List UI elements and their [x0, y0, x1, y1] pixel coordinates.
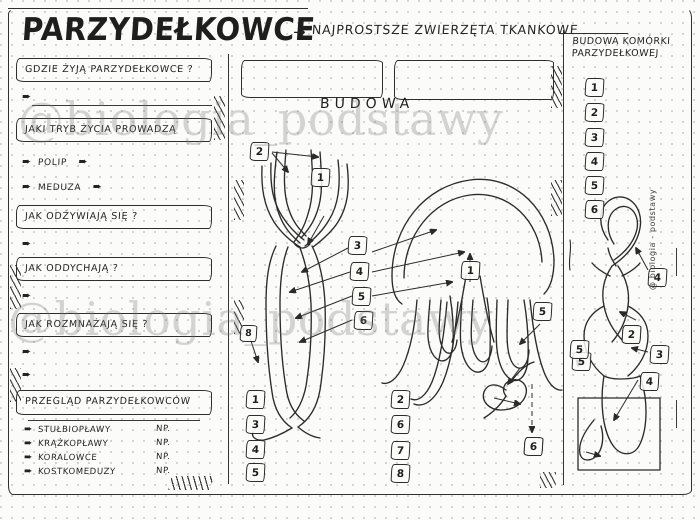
legend-right-6[interactable]: 6 — [390, 415, 411, 434]
hatch-center-upper — [234, 180, 244, 220]
subtitle-arrow-icon: → — [293, 23, 306, 41]
credit-rule-bottom — [676, 400, 677, 428]
right-heading-line1: BUDOWA KOMÓRKI — [572, 36, 671, 47]
question-box-3[interactable]: JAK ODŻYWIAJĄ SIĘ ? — [16, 205, 212, 229]
overview-heading-box[interactable]: PRZEGLĄD PARZYDEŁKOWCÓW — [16, 390, 212, 415]
hatch-center-lower — [234, 300, 244, 334]
hatch-left-mid — [10, 265, 21, 309]
legend-left-5[interactable]: 5 — [245, 463, 266, 482]
answer-rule-1 — [32, 105, 212, 106]
cell-legend-3[interactable]: 3 — [584, 128, 605, 147]
cell-legend-6[interactable]: 6 — [584, 200, 605, 219]
question-box-5[interactable]: JAK ROZMNAŻAJĄ SIĘ ? — [16, 313, 212, 337]
cell-legend-5[interactable]: 5 — [584, 176, 605, 195]
polyp-label-3[interactable]: 3 — [347, 236, 368, 255]
legend-left-1[interactable]: 1 — [245, 390, 266, 409]
hatch-left-upper — [214, 96, 225, 140]
legend-right-8[interactable]: 8 — [390, 464, 411, 483]
hatch-right-upper — [551, 66, 562, 108]
hatch-bottom-right — [540, 472, 556, 488]
legend-left-3[interactable]: 3 — [245, 415, 266, 434]
cell-label-2[interactable]: 2 — [621, 325, 642, 344]
divider-center-right — [563, 30, 564, 485]
divider-left-center — [228, 54, 229, 484]
polyp-label-5[interactable]: 5 — [351, 287, 372, 306]
vertical-credit: @ biologia - podstawy — [648, 188, 657, 290]
question-box-1[interactable]: GDZIE ŻYJĄ PARZYDEŁKOWCE ? — [16, 58, 212, 82]
right-heading-line2: PARZYDEŁKOWEJ — [571, 48, 660, 59]
subtitle-underline — [560, 33, 628, 34]
cell-legend-1[interactable]: 1 — [584, 78, 605, 97]
question-box-4[interactable]: JAK ODDYCHAJĄ ? — [16, 257, 212, 281]
page-border — [8, 8, 692, 495]
medusa-label-1[interactable]: 1 — [460, 261, 481, 280]
cell-label-5[interactable]: 5 — [569, 340, 590, 359]
hatch-left-lower — [10, 368, 21, 402]
cell-label-6[interactable]: 6 — [523, 437, 544, 456]
credit-rule-top — [676, 248, 677, 276]
question-box-2[interactable]: JAKI TRYB ŻYCIA PROWADZĄ — [16, 118, 212, 142]
cell-legend-4[interactable]: 4 — [584, 152, 605, 171]
center-note-box-right[interactable] — [394, 60, 554, 100]
cell-label-4b[interactable]: 4 — [639, 372, 660, 391]
polyp-label-4[interactable]: 4 — [349, 262, 370, 281]
right-section-heading: BUDOWA KOMÓRKI PARZYDEŁKOWEJ — [571, 36, 692, 60]
medusa-label-5[interactable]: 5 — [532, 302, 553, 321]
cell-legend-2[interactable]: 2 — [584, 103, 605, 122]
legend-right-7[interactable]: 7 — [390, 441, 411, 460]
legend-right-2[interactable]: 2 — [390, 390, 411, 409]
polyp-label-1[interactable]: 1 — [310, 168, 331, 187]
polyp-label-6[interactable]: 6 — [353, 311, 374, 330]
cell-label-3[interactable]: 3 — [649, 345, 670, 364]
center-note-box-left[interactable] — [241, 60, 383, 98]
overview-underline — [28, 420, 200, 421]
polyp-label-8[interactable]: 8 — [239, 325, 258, 342]
hatch-right-mid — [551, 180, 562, 216]
legend-left-4[interactable]: 4 — [245, 440, 266, 459]
polyp-label-2[interactable]: 2 — [249, 142, 270, 161]
page-border-top — [8, 8, 308, 9]
